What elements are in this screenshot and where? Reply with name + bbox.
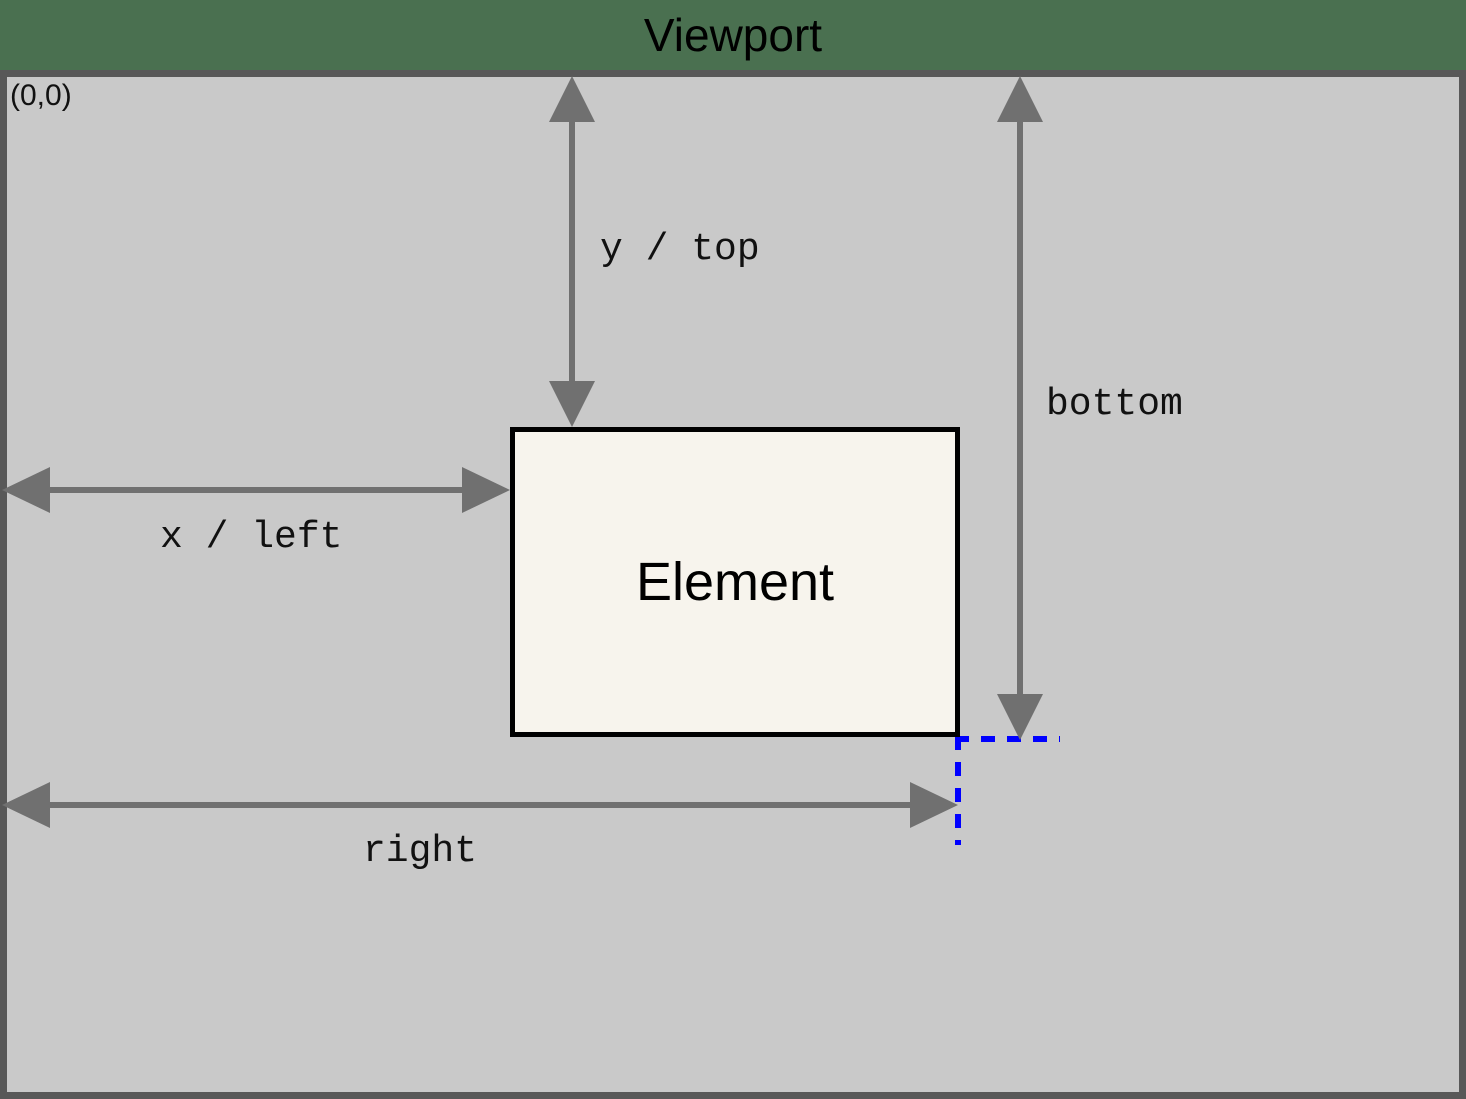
label-x-left: x / left xyxy=(160,516,343,559)
element-box-label: Element xyxy=(635,552,835,612)
label-right: right xyxy=(363,830,478,873)
origin-coordinate-label: (0,0) xyxy=(10,79,72,112)
label-bottom: bottom xyxy=(1046,383,1183,426)
viewport-title: Viewport xyxy=(643,9,823,61)
viewport-header-band: Viewport xyxy=(0,0,1466,70)
label-y-top: y / top xyxy=(600,228,760,271)
element-box: Element xyxy=(510,427,960,737)
